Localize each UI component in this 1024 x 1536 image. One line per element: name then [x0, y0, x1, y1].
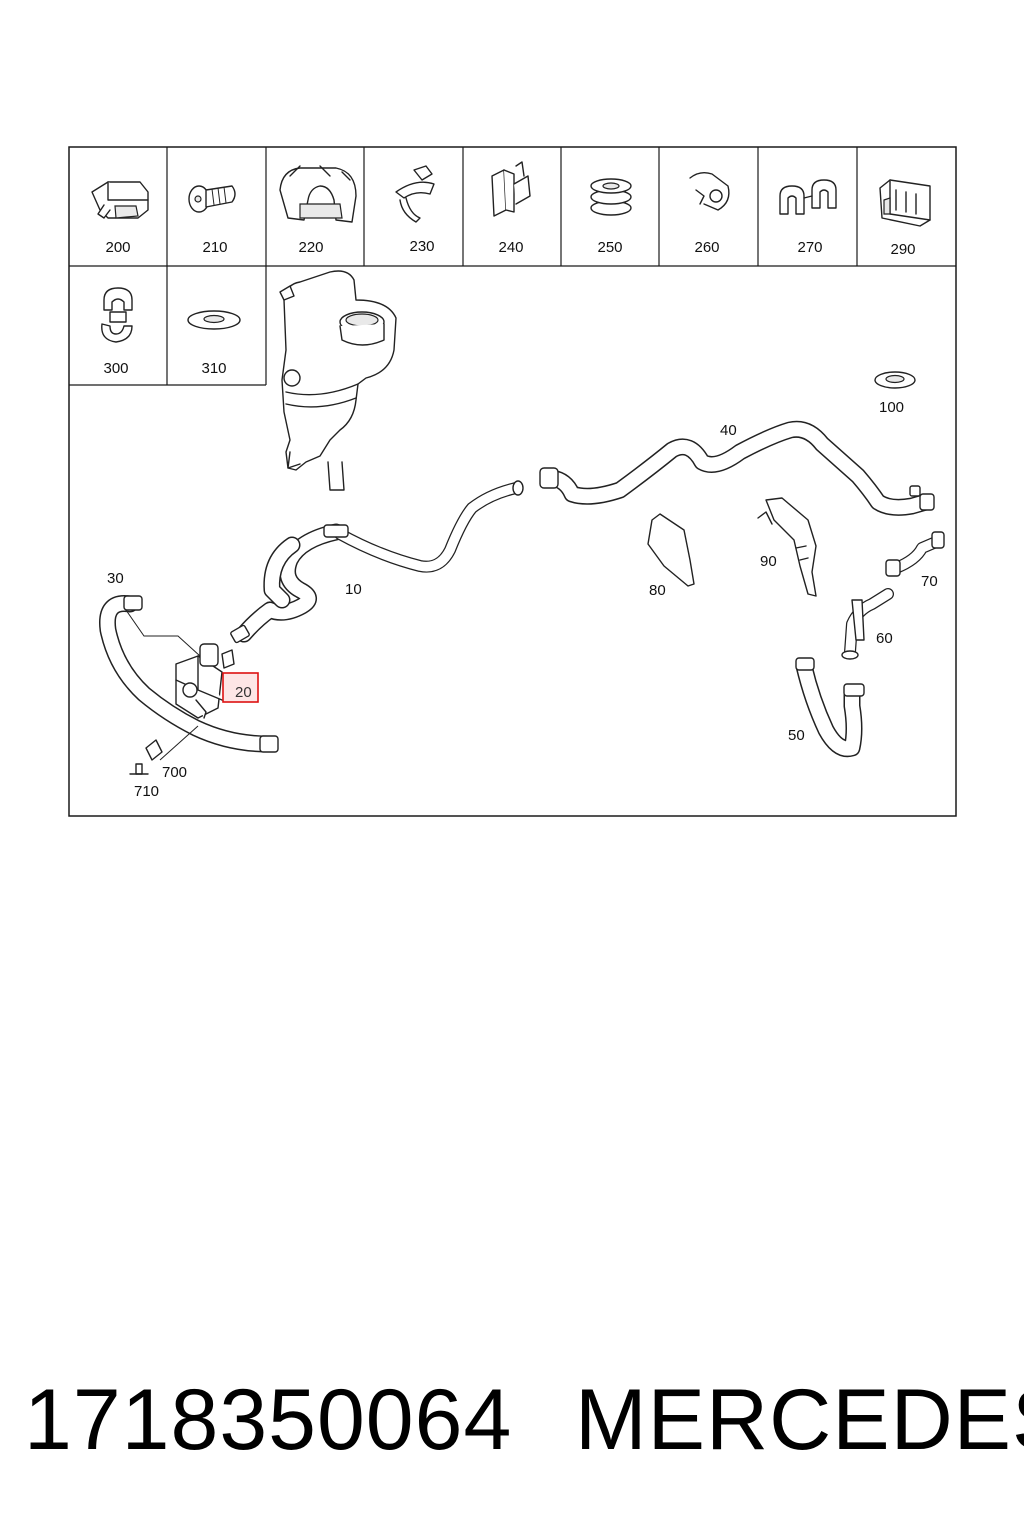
hose-50	[795, 657, 865, 758]
spring-clip-icon	[689, 171, 730, 211]
parts-grid-labels: 200 210 220 230 240 250 260 270 290 300 …	[103, 238, 915, 377]
hose-70	[885, 531, 945, 577]
part-number: 1718350064	[24, 1372, 513, 1468]
shield-80	[647, 513, 695, 587]
bracket-clip-icon	[91, 181, 149, 219]
bolt-710	[129, 763, 149, 775]
callout-710: 710	[134, 783, 159, 800]
callout-90: 90	[760, 553, 777, 570]
callout-700: 700	[162, 764, 187, 781]
caption: 1718350064 MERCEDES	[0, 1370, 1024, 1470]
grid-label-310: 310	[201, 360, 226, 377]
callout-30: 30	[107, 570, 124, 587]
hose-30	[98, 595, 279, 753]
expansion-tank	[279, 270, 397, 491]
grid-label-200: 200	[105, 239, 130, 256]
multi-holder-icon	[879, 179, 931, 227]
callout-80: 80	[649, 582, 666, 599]
grid-label-250: 250	[597, 239, 622, 256]
washer-icon	[187, 310, 241, 330]
grid-label-270: 270	[797, 239, 822, 256]
callout-20: 20	[235, 684, 252, 701]
grid-label-240: 240	[498, 239, 523, 256]
electric-pump-20	[175, 643, 235, 719]
grid-label-230: 230	[409, 238, 434, 255]
grid-label-300: 300	[103, 360, 128, 377]
callout-10: 10	[345, 581, 362, 598]
grid-label-290: 290	[890, 241, 915, 258]
double-clamp-icon	[779, 179, 837, 215]
hose-clamp-holder-icon	[279, 165, 357, 223]
callout-40: 40	[720, 422, 737, 439]
grid-label-260: 260	[694, 239, 719, 256]
callout-60: 60	[876, 630, 893, 647]
retainer-clip-icon	[491, 161, 531, 217]
double-clip-icon	[101, 287, 133, 343]
bracket-90	[757, 497, 817, 597]
sensor-700	[145, 739, 163, 761]
grommet-stack-icon	[590, 178, 632, 216]
callout-100: 100	[879, 399, 904, 416]
pipe-60	[841, 588, 894, 660]
callout-labels: 10 30 40 50 60 70 80 90 100 700 710	[107, 399, 938, 800]
grid-label-220: 220	[298, 239, 323, 256]
diagram-frame	[68, 146, 957, 817]
callout-50: 50	[788, 727, 805, 744]
clip-icon	[395, 165, 435, 223]
screw-icon	[188, 185, 236, 213]
grommet-100	[874, 371, 916, 389]
grid-label-210: 210	[202, 239, 227, 256]
parts-grid-row-1	[69, 147, 956, 386]
hose-10	[230, 480, 524, 644]
brand-name: MERCEDES	[575, 1372, 1024, 1468]
highlight-box	[222, 672, 259, 703]
highlighted-callout-20[interactable]: 20	[222, 672, 259, 703]
callout-70: 70	[921, 573, 938, 590]
hose-40	[539, 420, 935, 516]
